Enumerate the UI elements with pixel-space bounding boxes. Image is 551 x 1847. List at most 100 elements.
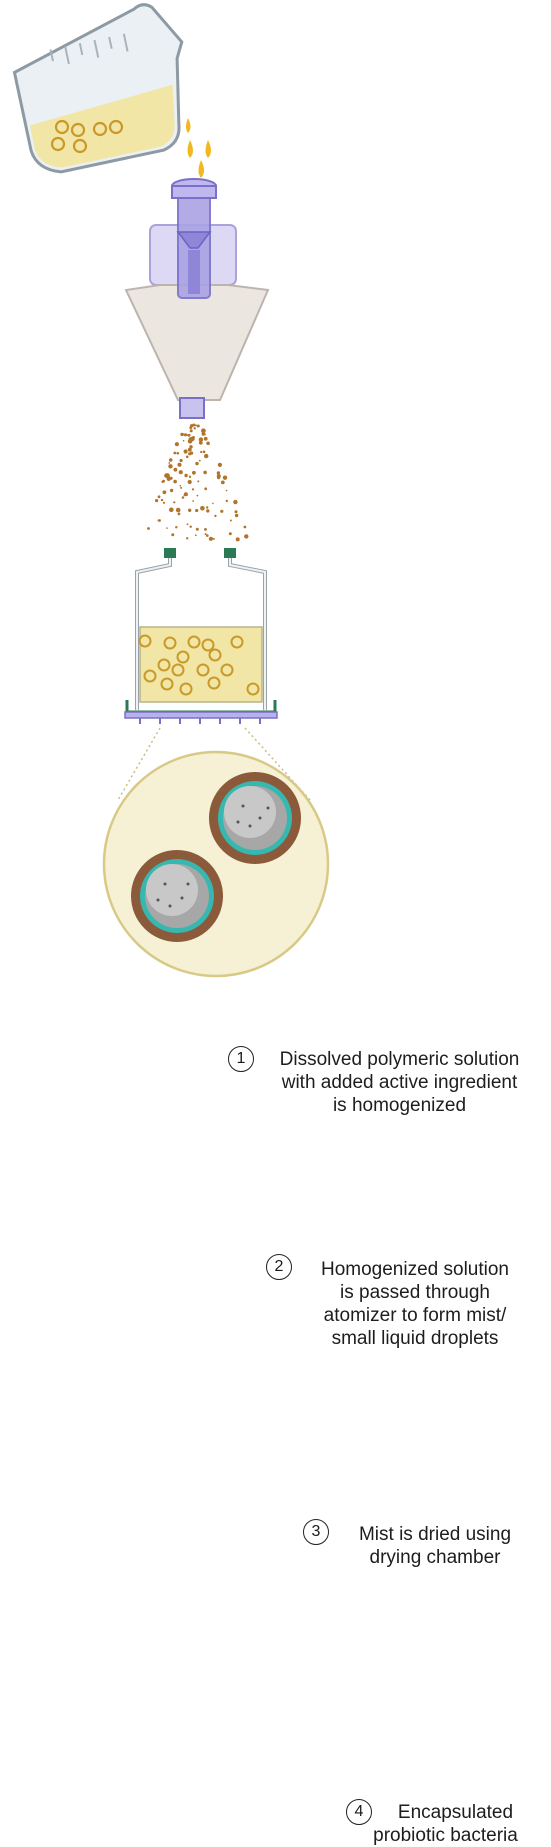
mist-droplet bbox=[164, 473, 170, 478]
mist-droplet bbox=[228, 532, 232, 536]
step-line: Mist is dried using bbox=[358, 1524, 512, 1545]
mist-droplet bbox=[169, 507, 174, 513]
beaker-icon bbox=[12, 3, 184, 174]
step-label: Encapsulated probiotic bacteria bbox=[358, 1801, 533, 1847]
step-line: drying chamber bbox=[369, 1547, 501, 1568]
mist-droplet bbox=[187, 439, 193, 444]
mist-droplet bbox=[177, 462, 182, 467]
mist-droplet bbox=[185, 433, 188, 436]
mist-droplet bbox=[195, 508, 199, 513]
mist-droplet bbox=[162, 479, 166, 483]
mist-droplet bbox=[214, 514, 217, 518]
mist-droplet bbox=[202, 450, 206, 454]
mist-droplet bbox=[180, 486, 183, 489]
mist-droplet bbox=[158, 519, 161, 522]
mist-droplet bbox=[198, 459, 201, 462]
mist-droplet bbox=[192, 470, 196, 475]
mist-droplet bbox=[181, 496, 185, 499]
mist-droplet bbox=[198, 437, 204, 442]
mist-droplet bbox=[196, 424, 200, 428]
mist-droplet bbox=[234, 513, 239, 518]
droplet bbox=[187, 140, 193, 158]
mist-droplet bbox=[183, 449, 188, 454]
mist-droplet bbox=[195, 527, 199, 531]
mist-droplet bbox=[179, 458, 183, 463]
mist-droplet bbox=[206, 441, 210, 446]
mist-droplet bbox=[173, 479, 177, 484]
mist-droplet bbox=[187, 479, 192, 485]
mist-droplet bbox=[216, 474, 221, 479]
droplet bbox=[205, 140, 211, 158]
mist-droplet bbox=[201, 428, 206, 434]
mist-droplet bbox=[195, 461, 199, 466]
mist-droplet bbox=[204, 528, 207, 531]
droplet bbox=[186, 118, 191, 133]
mist-droplet bbox=[234, 510, 238, 514]
mist-droplet bbox=[182, 433, 185, 436]
mist-droplet bbox=[189, 445, 193, 449]
mist-droplet bbox=[178, 470, 183, 475]
mist-droplet bbox=[186, 523, 189, 526]
mist-droplet bbox=[225, 499, 228, 503]
mist-droplet bbox=[171, 533, 175, 537]
step-line: Dissolved polymeric solution bbox=[279, 1049, 520, 1070]
mist-droplet bbox=[206, 509, 210, 513]
mist-droplet bbox=[204, 487, 208, 491]
mist-droplet bbox=[177, 512, 181, 516]
mist-droplet bbox=[188, 475, 192, 478]
droplets bbox=[186, 118, 211, 178]
step-number: 2 bbox=[266, 1254, 292, 1280]
mist-droplet bbox=[233, 499, 238, 505]
mist-droplet bbox=[197, 480, 200, 483]
step-line: is passed through bbox=[340, 1282, 490, 1303]
mist-droplet bbox=[200, 506, 205, 511]
mist-droplet bbox=[175, 526, 178, 529]
mist-droplet bbox=[208, 536, 213, 541]
mist-droplet bbox=[155, 499, 159, 503]
diagram: 1 Dissolved polymeric solution with adde… bbox=[12, 3, 519, 1846]
mist-droplet bbox=[192, 423, 196, 427]
mist-droplet bbox=[191, 436, 195, 439]
mist-droplet bbox=[243, 525, 247, 529]
step-line: Encapsulated bbox=[397, 1802, 514, 1823]
mist-droplet bbox=[189, 429, 193, 433]
mist-droplet bbox=[220, 480, 225, 485]
mist-droplet bbox=[194, 534, 197, 537]
mist-droplet bbox=[203, 470, 207, 475]
mist-droplet bbox=[176, 451, 180, 455]
mist-droplet bbox=[166, 527, 168, 529]
mist-droplet bbox=[184, 473, 188, 478]
mist-droplet bbox=[188, 449, 191, 452]
mist-droplet bbox=[187, 433, 191, 437]
step-line: with added active ingredient bbox=[281, 1072, 518, 1093]
step-label: Homogenized solution is passed through a… bbox=[300, 1258, 530, 1350]
mist-droplet bbox=[206, 534, 209, 537]
mist-droplet bbox=[193, 427, 196, 430]
step-label: Mist is dried using drying chamber bbox=[340, 1523, 530, 1569]
mist-droplet bbox=[217, 462, 222, 467]
mist-droplet bbox=[200, 450, 203, 454]
step-number: 1 bbox=[228, 1046, 254, 1072]
mist-droplet bbox=[185, 455, 189, 459]
mist-droplet bbox=[147, 527, 150, 530]
step-line: Homogenized solution bbox=[320, 1259, 509, 1280]
mist-droplet bbox=[222, 475, 228, 480]
mist-droplet bbox=[212, 537, 215, 540]
mist-droplet bbox=[189, 525, 192, 528]
mist-droplet bbox=[168, 458, 173, 462]
step-line: is homogenized bbox=[332, 1095, 467, 1116]
mist-droplet bbox=[179, 484, 182, 487]
mist-droplet bbox=[173, 501, 176, 504]
capsule bbox=[209, 772, 301, 864]
mist-droplet bbox=[162, 490, 167, 495]
mist-droplet bbox=[192, 500, 195, 502]
mist-droplet bbox=[235, 537, 240, 542]
mist-droplet bbox=[168, 462, 171, 464]
mist-droplet bbox=[225, 489, 228, 492]
mist-droplet bbox=[216, 471, 221, 475]
drying-chamber-icon bbox=[124, 548, 278, 724]
mist-droplet bbox=[169, 476, 173, 480]
mist-droplet bbox=[175, 507, 181, 513]
mist-droplet bbox=[188, 508, 192, 512]
step-line: atomizer to form mist/ bbox=[323, 1305, 507, 1326]
